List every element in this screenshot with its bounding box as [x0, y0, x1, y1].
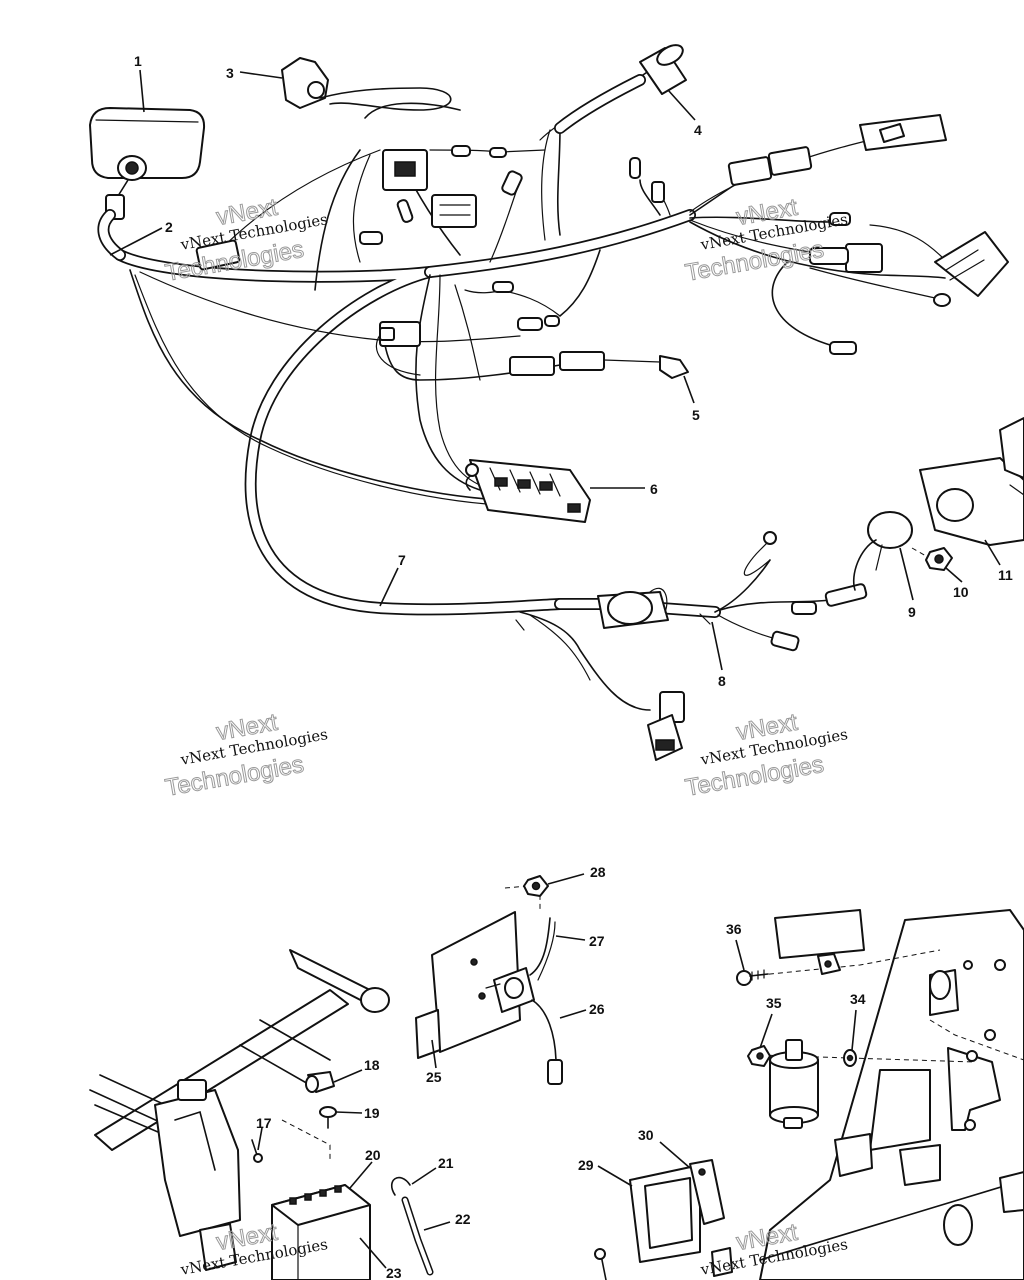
- callout-7: 7: [398, 552, 406, 568]
- leader-lines-bottom-center: [431, 873, 587, 1069]
- callout-27: 27: [589, 933, 605, 949]
- callout-5: 5: [692, 407, 700, 423]
- callout-28: 28: [590, 864, 606, 880]
- callout-25: 25: [426, 1069, 442, 1085]
- callout-35: 35: [766, 995, 782, 1011]
- relay-cylinder: [769, 1039, 819, 1129]
- callout-36: 36: [726, 921, 742, 937]
- callout-10: 10: [953, 584, 969, 600]
- callout-11: 11: [998, 567, 1013, 583]
- callout-labels: 1 2 3 4 5 6 7 8 9 10 11 17 18 19 20 21 2…: [134, 53, 1013, 1280]
- part-8-loom-fitting: [515, 531, 868, 761]
- callout-19: 19: [364, 1105, 380, 1121]
- part-3-switch: [281, 57, 452, 111]
- part-25-bracket: [415, 884, 541, 1059]
- part-5-connector: [509, 351, 689, 379]
- wiring-harness-assembly: [89, 44, 1024, 761]
- part-28-nut: [523, 875, 549, 897]
- callout-21: 21: [438, 1155, 454, 1171]
- part-10-nut: [911, 547, 953, 571]
- callout-26: 26: [589, 1001, 605, 1017]
- callout-30: 30: [638, 1127, 654, 1143]
- callout-8: 8: [718, 673, 726, 689]
- mounting-plate-assembly: [594, 909, 1024, 1280]
- part-18-vent-fitting: [305, 1071, 335, 1093]
- frame-rails: [89, 949, 390, 1271]
- callout-4: 4: [694, 122, 702, 138]
- callout-17: 17: [256, 1115, 272, 1131]
- part-1-switch-housing: [89, 107, 206, 220]
- part-11-taillight: [919, 417, 1024, 546]
- part-29-module: [629, 1164, 701, 1263]
- part-17-screw: [251, 1139, 263, 1163]
- callout-2: 2: [165, 219, 173, 235]
- leader-lines-top: [109, 69, 1001, 671]
- callout-29: 29: [578, 1157, 594, 1173]
- callout-9: 9: [908, 604, 916, 620]
- watermark-3: vNext vNext Technologies Technologies: [163, 708, 329, 802]
- part-20-battery: [271, 1184, 371, 1280]
- callout-22: 22: [455, 1211, 471, 1227]
- part-21-22-battery-cable: [390, 1176, 434, 1276]
- part-26-27-switch-sensor: [470, 917, 563, 1085]
- part-4-connector-boot: [554, 44, 687, 134]
- frame-and-battery-assembly: [89, 949, 451, 1280]
- mounting-plate: [759, 909, 1024, 1280]
- part-9-grommet: [853, 511, 913, 591]
- part-35-nut: [747, 1045, 771, 1067]
- watermark-4: vNext vNext Technologies Technologies: [683, 708, 849, 802]
- harness-connectors: [195, 114, 1009, 355]
- part-19-bolt: [281, 1106, 337, 1160]
- part-34-washer: [843, 1049, 857, 1067]
- part-6-terminal-block: [465, 459, 591, 523]
- leader-lines-bottom-right: [597, 939, 857, 1187]
- part-module-36-box: [774, 909, 865, 975]
- part-36-bolt: [736, 969, 769, 986]
- leader-lines-bottom-left: [257, 1069, 451, 1269]
- callout-18: 18: [364, 1057, 380, 1073]
- callout-1: 1: [134, 53, 142, 69]
- callout-3: 3: [226, 65, 234, 81]
- bracket-assembly: [415, 873, 587, 1085]
- callout-20: 20: [365, 1147, 381, 1163]
- watermark-2: vNext vNext Technologies Technologies: [683, 193, 849, 287]
- bottom-bolt: [594, 1247, 733, 1280]
- part-30-plate: [689, 1159, 725, 1225]
- harness-wires: [129, 69, 946, 506]
- callout-6: 6: [650, 481, 658, 497]
- callout-23: 23: [386, 1265, 402, 1280]
- callout-34: 34: [850, 991, 866, 1007]
